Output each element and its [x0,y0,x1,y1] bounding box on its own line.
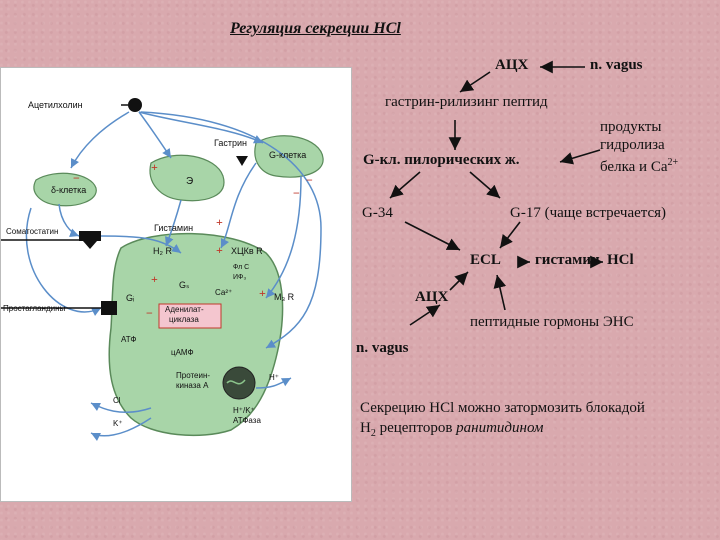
label-g-cell: G-клетка [269,150,307,160]
n-vagus-top: n. vagus [590,57,643,73]
label-cl: Cl [113,396,121,405]
hcl-label: HCl [607,252,634,268]
products-line-2: гидролиза [600,137,665,153]
g34-label: G-34 [362,205,393,221]
products-sup: 2+ [667,157,679,168]
note-ranitidine: ранитидином [456,420,544,436]
plus-sign: + [151,160,158,174]
label-pk-2: киназа А [176,381,209,390]
products-line-1: продукты [600,119,662,135]
note-line-1: Секрецию HCl можно затормозить блокадой [360,400,645,416]
page-title: Регуляция секреции HCl [230,20,401,37]
protein-products: продукты гидролиза белка и Са2+ [600,118,678,176]
label-e: Э [186,176,194,187]
label-prostaglandins: Простагландины [3,304,66,313]
peptide-hormones-label: пептидные гормоны ЭНС [470,314,634,330]
g17-label: G-17 (чаще встречается) [510,205,667,221]
adenylate-cyclase-box [158,303,222,329]
ecl-label: ECL [470,252,501,268]
label-k-plus: K⁺ [113,419,123,428]
label-pl-c: Фл С [233,264,250,271]
label-gs: Gₛ [179,280,190,290]
note-sub: 2 [370,428,376,439]
prostaglandin-receptor [101,301,117,315]
label-m3r: M₃ R [274,292,295,302]
ach-top: АЦХ [495,57,529,73]
products-text: белка и Са [600,159,668,175]
label-somatostatin: Соматостатин [6,227,59,236]
plus-sign: + [216,215,223,229]
ranitidine-note: Секрецию HCl можно затормозить блокадой … [360,398,710,444]
plus-sign: + [216,243,223,257]
g-cells-label: G-кл. пилорических ж. [363,152,520,168]
label-h2r: H₂ R [153,246,172,256]
gastrin-triangle [236,156,248,166]
acetylcholine-dot [128,98,142,112]
label-hk-2: АТФаза [233,416,261,425]
label-camp: цАМФ [171,348,194,357]
label-adenylate-1: Аденилат- [165,305,204,314]
somatostatin-receptor [79,231,101,241]
label-pk-1: Протеин- [176,371,211,380]
secretion-regulation-figure: Ацетилхолин Гастрин G-клетка δ-клетка Э … [0,67,352,502]
histamine-label: гистамин [535,252,600,268]
label-acetylcholine: Ацетилхолин [28,100,83,110]
grp-label: гастрин-рилизинг пептид [385,94,548,110]
minus-sign: − [73,171,80,185]
plus-sign: + [151,272,158,286]
label-delta-cell: δ-клетка [51,185,87,195]
minus-sign: − [146,306,153,320]
label-gi: Gᵢ [126,293,135,303]
figure-canvas [1,98,324,442]
label-ip3: ИФ₃ [233,274,247,281]
label-adenylate-2: циклаза [169,315,199,324]
label-gastrin: Гастрин [214,138,247,148]
label-h-plus: H⁺ [269,373,279,382]
label-cck-r: ХЦКв R [231,246,263,256]
minus-sign: − [306,173,313,187]
note-line-2: Н2 рецепторов ранитидином [360,418,710,444]
minus-sign: − [293,186,300,200]
label-histamine: Гистамин [154,223,194,233]
delta-cell-shape [33,172,97,207]
label-ca: Са²⁺ [215,288,233,297]
e-cell-shape [149,154,225,202]
note-h: Н [360,420,371,436]
label-atp: АТФ [121,335,137,344]
ach-bottom: АЦХ [415,289,449,305]
products-line-3: белка и Са2+ [600,154,678,176]
note-mid: рецепторов [375,420,457,436]
plus-sign: + [259,286,266,300]
label-hk-1: H⁺/K⁺ [233,406,255,415]
n-vagus-bottom: n. vagus [356,340,409,356]
